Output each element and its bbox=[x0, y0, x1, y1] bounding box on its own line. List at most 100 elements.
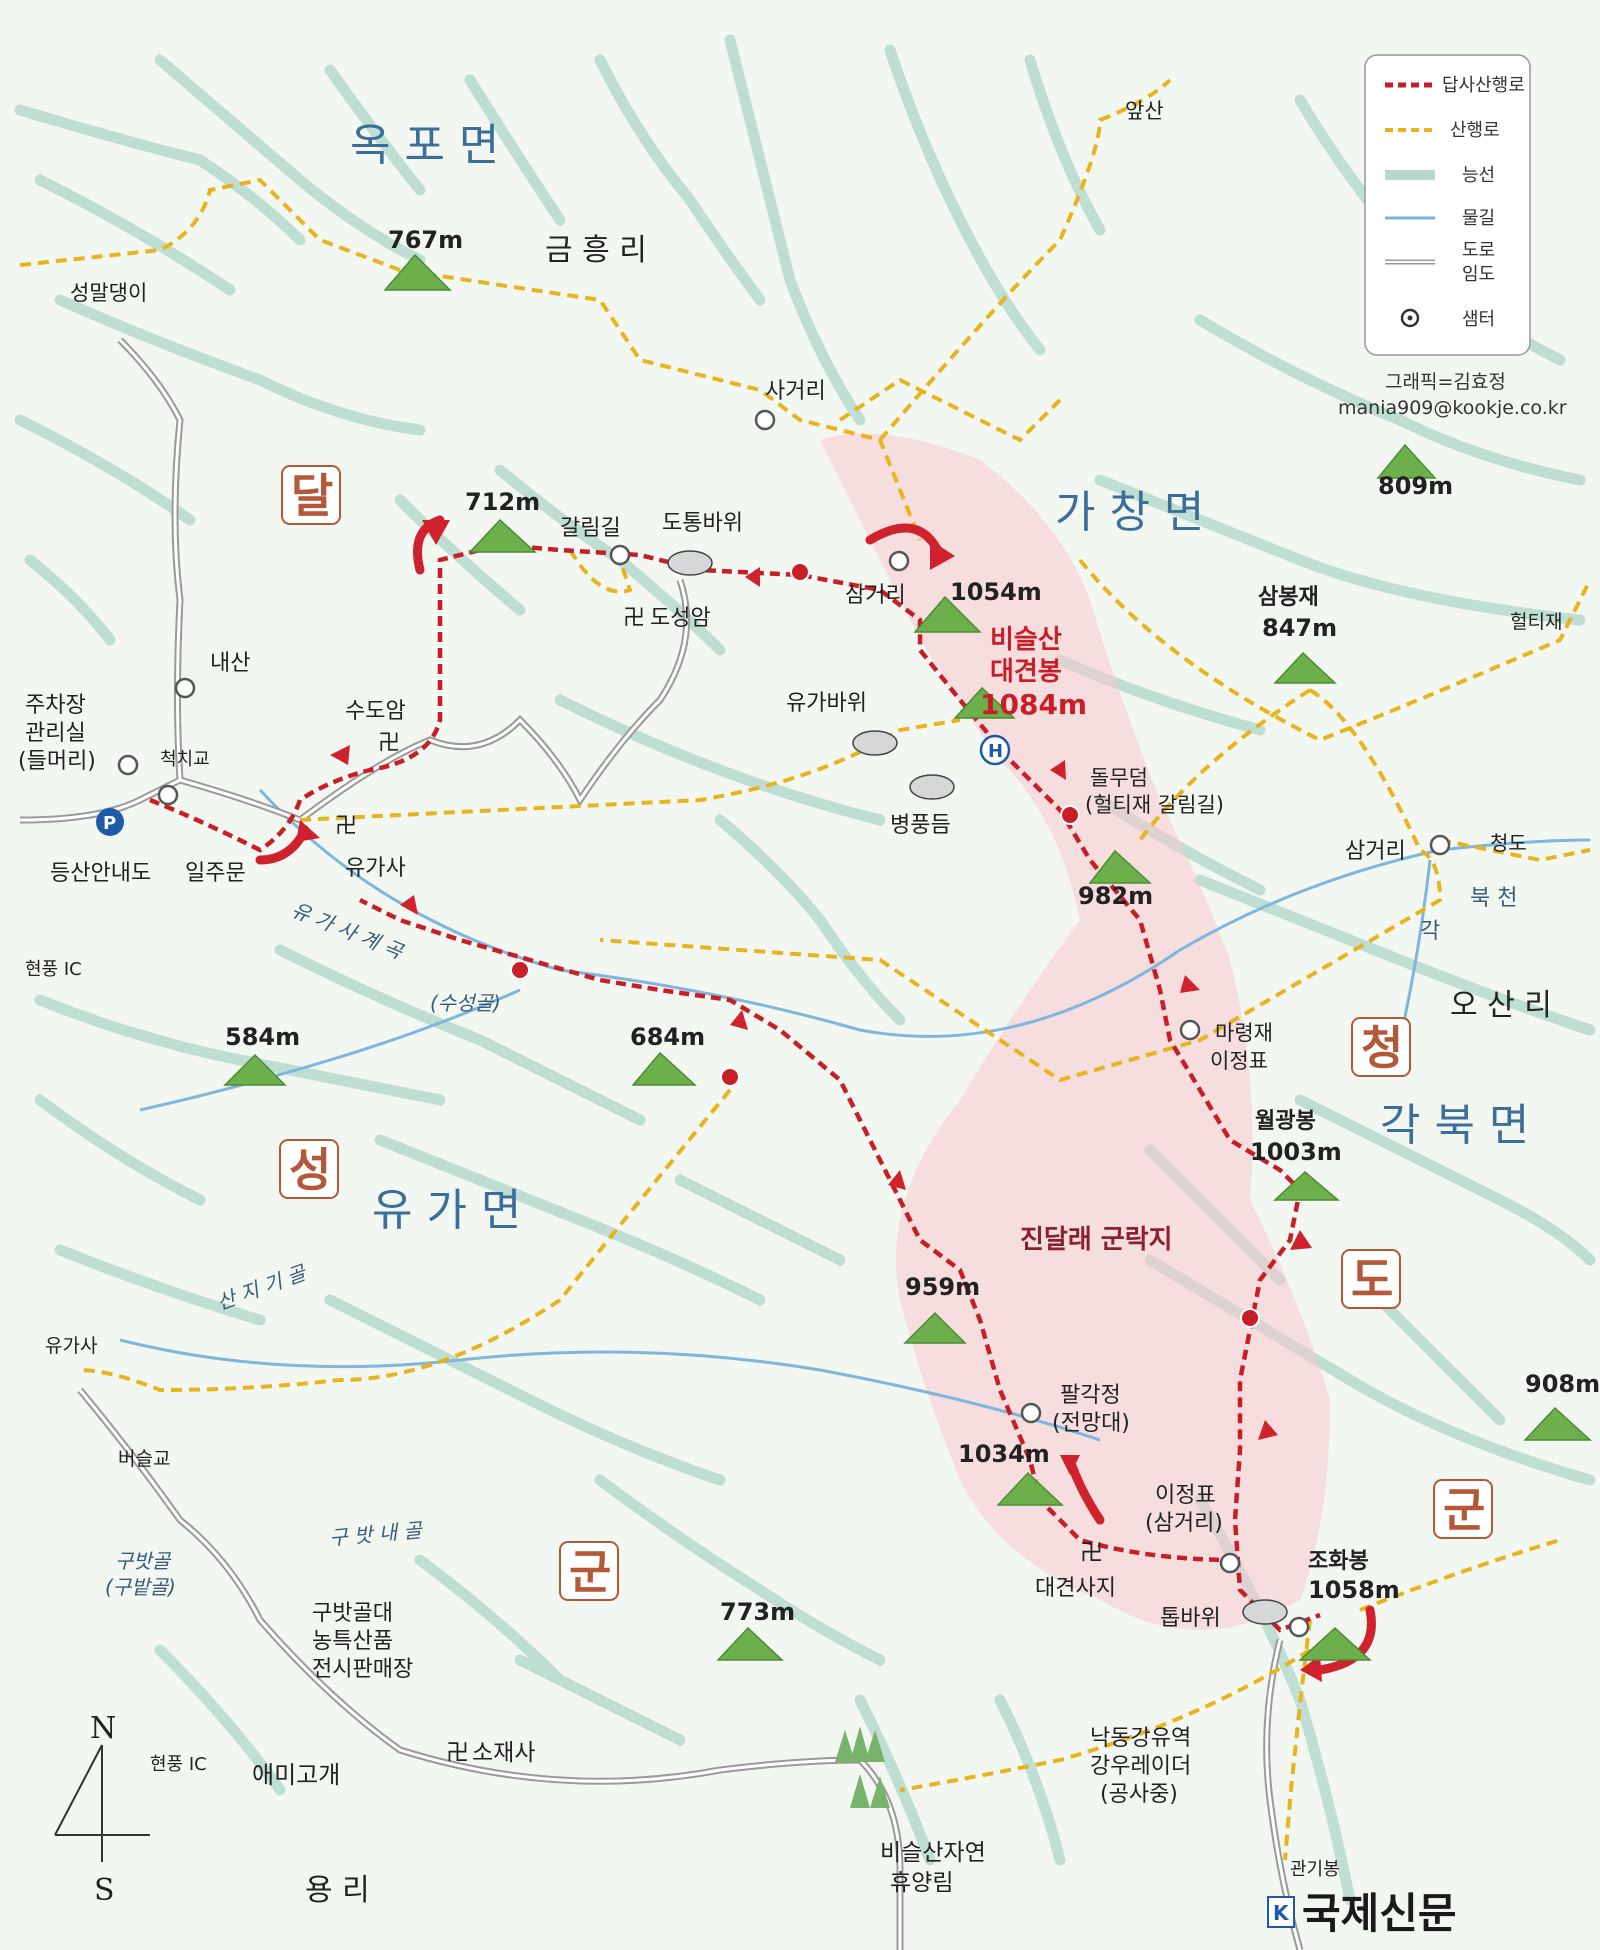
legend-label-water: 물길 bbox=[1462, 208, 1495, 229]
peak-wolgwangbong-name: 월광봉 bbox=[1255, 1109, 1316, 1134]
peak-584: 584m bbox=[225, 1023, 300, 1051]
place-sojaesa-sym: 卍 bbox=[446, 1740, 469, 1766]
trails bbox=[19, 78, 1592, 1861]
peak-809: 809m bbox=[1378, 472, 1453, 500]
place-yugabawi: 유가바위 bbox=[786, 691, 867, 716]
place-forest-1: 비슬산자연 bbox=[880, 1840, 986, 1866]
brand-logo-letter: K bbox=[1273, 1901, 1290, 1925]
arrow-heads bbox=[296, 520, 1322, 1682]
main-peak-sub: 대견봉 bbox=[990, 657, 1062, 687]
credit-email: mania909@kookje.co.kr bbox=[1338, 397, 1567, 419]
place-sojaesa: 소재사 bbox=[472, 1740, 535, 1766]
place-dolmudeom-1: 돌무덤 bbox=[1090, 766, 1148, 790]
place-parking-2: 관리실 bbox=[25, 721, 86, 746]
place-seongmal: 성말댕이 bbox=[70, 281, 147, 305]
place-dolmudeom-2: (헐티재 갈림길) bbox=[1085, 793, 1224, 817]
region-dal: 달 bbox=[291, 469, 333, 523]
place-gubat-2: (구밭골) bbox=[105, 1575, 176, 1599]
district-gakbuk: 각 북 면 bbox=[1380, 1100, 1529, 1151]
legend-label-spring: 샘터 bbox=[1462, 309, 1495, 330]
heliport-letter: H bbox=[988, 741, 1003, 762]
place-sageori: 사거리 bbox=[765, 379, 826, 404]
place-yugasa-left: 유가사 bbox=[45, 1335, 97, 1357]
place-apsan: 앞산 bbox=[1125, 99, 1164, 123]
legend: 답사산행로 산행로 능선 물길 도로 임도 샘터 bbox=[1364, 54, 1531, 356]
place-maryeongjae-1: 마령재 bbox=[1215, 1021, 1273, 1045]
stream-susonggol: (수성골) bbox=[430, 991, 501, 1015]
peak-908: 908m bbox=[1525, 1370, 1600, 1398]
place-daegyeonsaji: 대견사지 bbox=[1035, 1576, 1116, 1601]
place-radar-1: 낙동강유역 bbox=[1090, 1726, 1191, 1751]
place-radar-3: (공사중) bbox=[1100, 1782, 1178, 1807]
place-yugasa-sym: 卍 bbox=[335, 814, 357, 839]
stream-gak: 각 bbox=[1420, 919, 1440, 944]
parking-letter: P bbox=[103, 813, 116, 834]
place-gubat-market-3: 전시판매장 bbox=[312, 1657, 413, 1682]
place-forest-2: 휴양림 bbox=[890, 1870, 953, 1896]
place-palgakjeong-2: (전망대) bbox=[1052, 1411, 1130, 1436]
peak-1054: 1054m bbox=[950, 578, 1042, 606]
peak-684: 684m bbox=[630, 1023, 705, 1051]
place-palgakjeong-1: 팔각정 bbox=[1060, 1383, 1121, 1408]
credit-graphic: 그래픽=김효정 bbox=[1385, 371, 1506, 393]
place-hyeonpung-ic2: 현풍 IC bbox=[150, 1754, 207, 1775]
legend-label-ridge: 능선 bbox=[1462, 165, 1495, 186]
roads-inner bbox=[19, 338, 1302, 1950]
place-dolbawi: 톱바위 bbox=[1160, 1606, 1221, 1631]
place-doseongam-sym: 卍 bbox=[623, 606, 645, 631]
compass-south: S bbox=[94, 1873, 115, 1908]
brand-name: 국제신문 bbox=[1302, 1889, 1457, 1938]
peak-1058: 1058m bbox=[1308, 1576, 1400, 1604]
place-beoseulgyo: 버슬교 bbox=[118, 1448, 170, 1470]
main-peak-elevation: 1084m bbox=[980, 688, 1087, 721]
peak-samboingjae-name: 삼봉재 bbox=[1258, 585, 1319, 610]
place-gwangibong: 관기봉 bbox=[1290, 1859, 1340, 1880]
peak-982: 982m bbox=[1078, 882, 1153, 910]
main-peak-name: 비슬산 bbox=[990, 625, 1062, 655]
place-byeongpungdeum: 병풍듬 bbox=[890, 813, 951, 838]
place-radar-2: 강우레이더 bbox=[1090, 1754, 1191, 1779]
region-do: 도 bbox=[1351, 1253, 1393, 1307]
place-cheokchigyo: 척치교 bbox=[160, 749, 210, 770]
stream-bukcheon: 북 천 bbox=[1470, 886, 1517, 911]
peak-markers bbox=[223, 253, 1592, 1661]
district-yuga: 유 가 면 bbox=[372, 1185, 521, 1236]
place-gubat-1: 구밧골 bbox=[115, 1549, 172, 1573]
rock-icons bbox=[667, 550, 1288, 1625]
place-sudoam-sym: 卍 bbox=[378, 731, 400, 756]
place-doseongam: 도성암 bbox=[650, 606, 711, 631]
forest-icon bbox=[835, 1726, 890, 1808]
place-parking-3: (들머리) bbox=[18, 749, 96, 774]
junctions bbox=[117, 409, 1451, 1638]
place-daegyeonsaji-sym: 卍 bbox=[1080, 1540, 1103, 1566]
parking-icon bbox=[96, 808, 124, 836]
peak-847: 847m bbox=[1262, 614, 1337, 642]
village-geumheung: 금 흥 리 bbox=[545, 233, 647, 268]
place-heoltijae: 헐티재 bbox=[1510, 611, 1562, 633]
legend-label-road-2: 임도 bbox=[1462, 264, 1495, 285]
main-trail bbox=[149, 542, 1321, 1633]
place-aemigogae: 애미고개 bbox=[252, 1761, 340, 1789]
azalea-label: 진달래 군락지 bbox=[1020, 1225, 1173, 1255]
region-seong: 성 bbox=[289, 1143, 331, 1197]
place-ijeongpyo-2: (삼거리) bbox=[1145, 1511, 1223, 1536]
district-okpo: 옥 포 면 bbox=[350, 120, 499, 171]
place-yugasa: 유가사 bbox=[345, 856, 406, 881]
place-ijeongpyo-1: 이정표 bbox=[1155, 1483, 1216, 1508]
peak-johwabong-name: 조화봉 bbox=[1308, 1549, 1369, 1574]
place-deunsan: 등산안내도 bbox=[50, 861, 151, 886]
district-gachang: 가 창 면 bbox=[1055, 487, 1204, 538]
region-gun-right: 군 bbox=[1443, 1483, 1485, 1537]
village-yong: 용 리 bbox=[305, 1873, 370, 1908]
compass-north: N bbox=[90, 1711, 116, 1746]
peak-1003: 1003m bbox=[1250, 1138, 1342, 1166]
place-cheongdo: 청도 bbox=[1490, 831, 1527, 855]
village-osan: 오 산 리 bbox=[1450, 988, 1552, 1023]
place-sudoam: 수도암 bbox=[345, 699, 406, 724]
place-maryeongjae-2: 이정표 bbox=[1210, 1049, 1268, 1073]
peak-959: 959m bbox=[905, 1273, 980, 1301]
place-hyeonpung-ic: 현풍 IC bbox=[25, 959, 82, 980]
place-samgeori-right: 삼거리 bbox=[1345, 839, 1406, 864]
region-cheong: 청 bbox=[1361, 1021, 1403, 1075]
